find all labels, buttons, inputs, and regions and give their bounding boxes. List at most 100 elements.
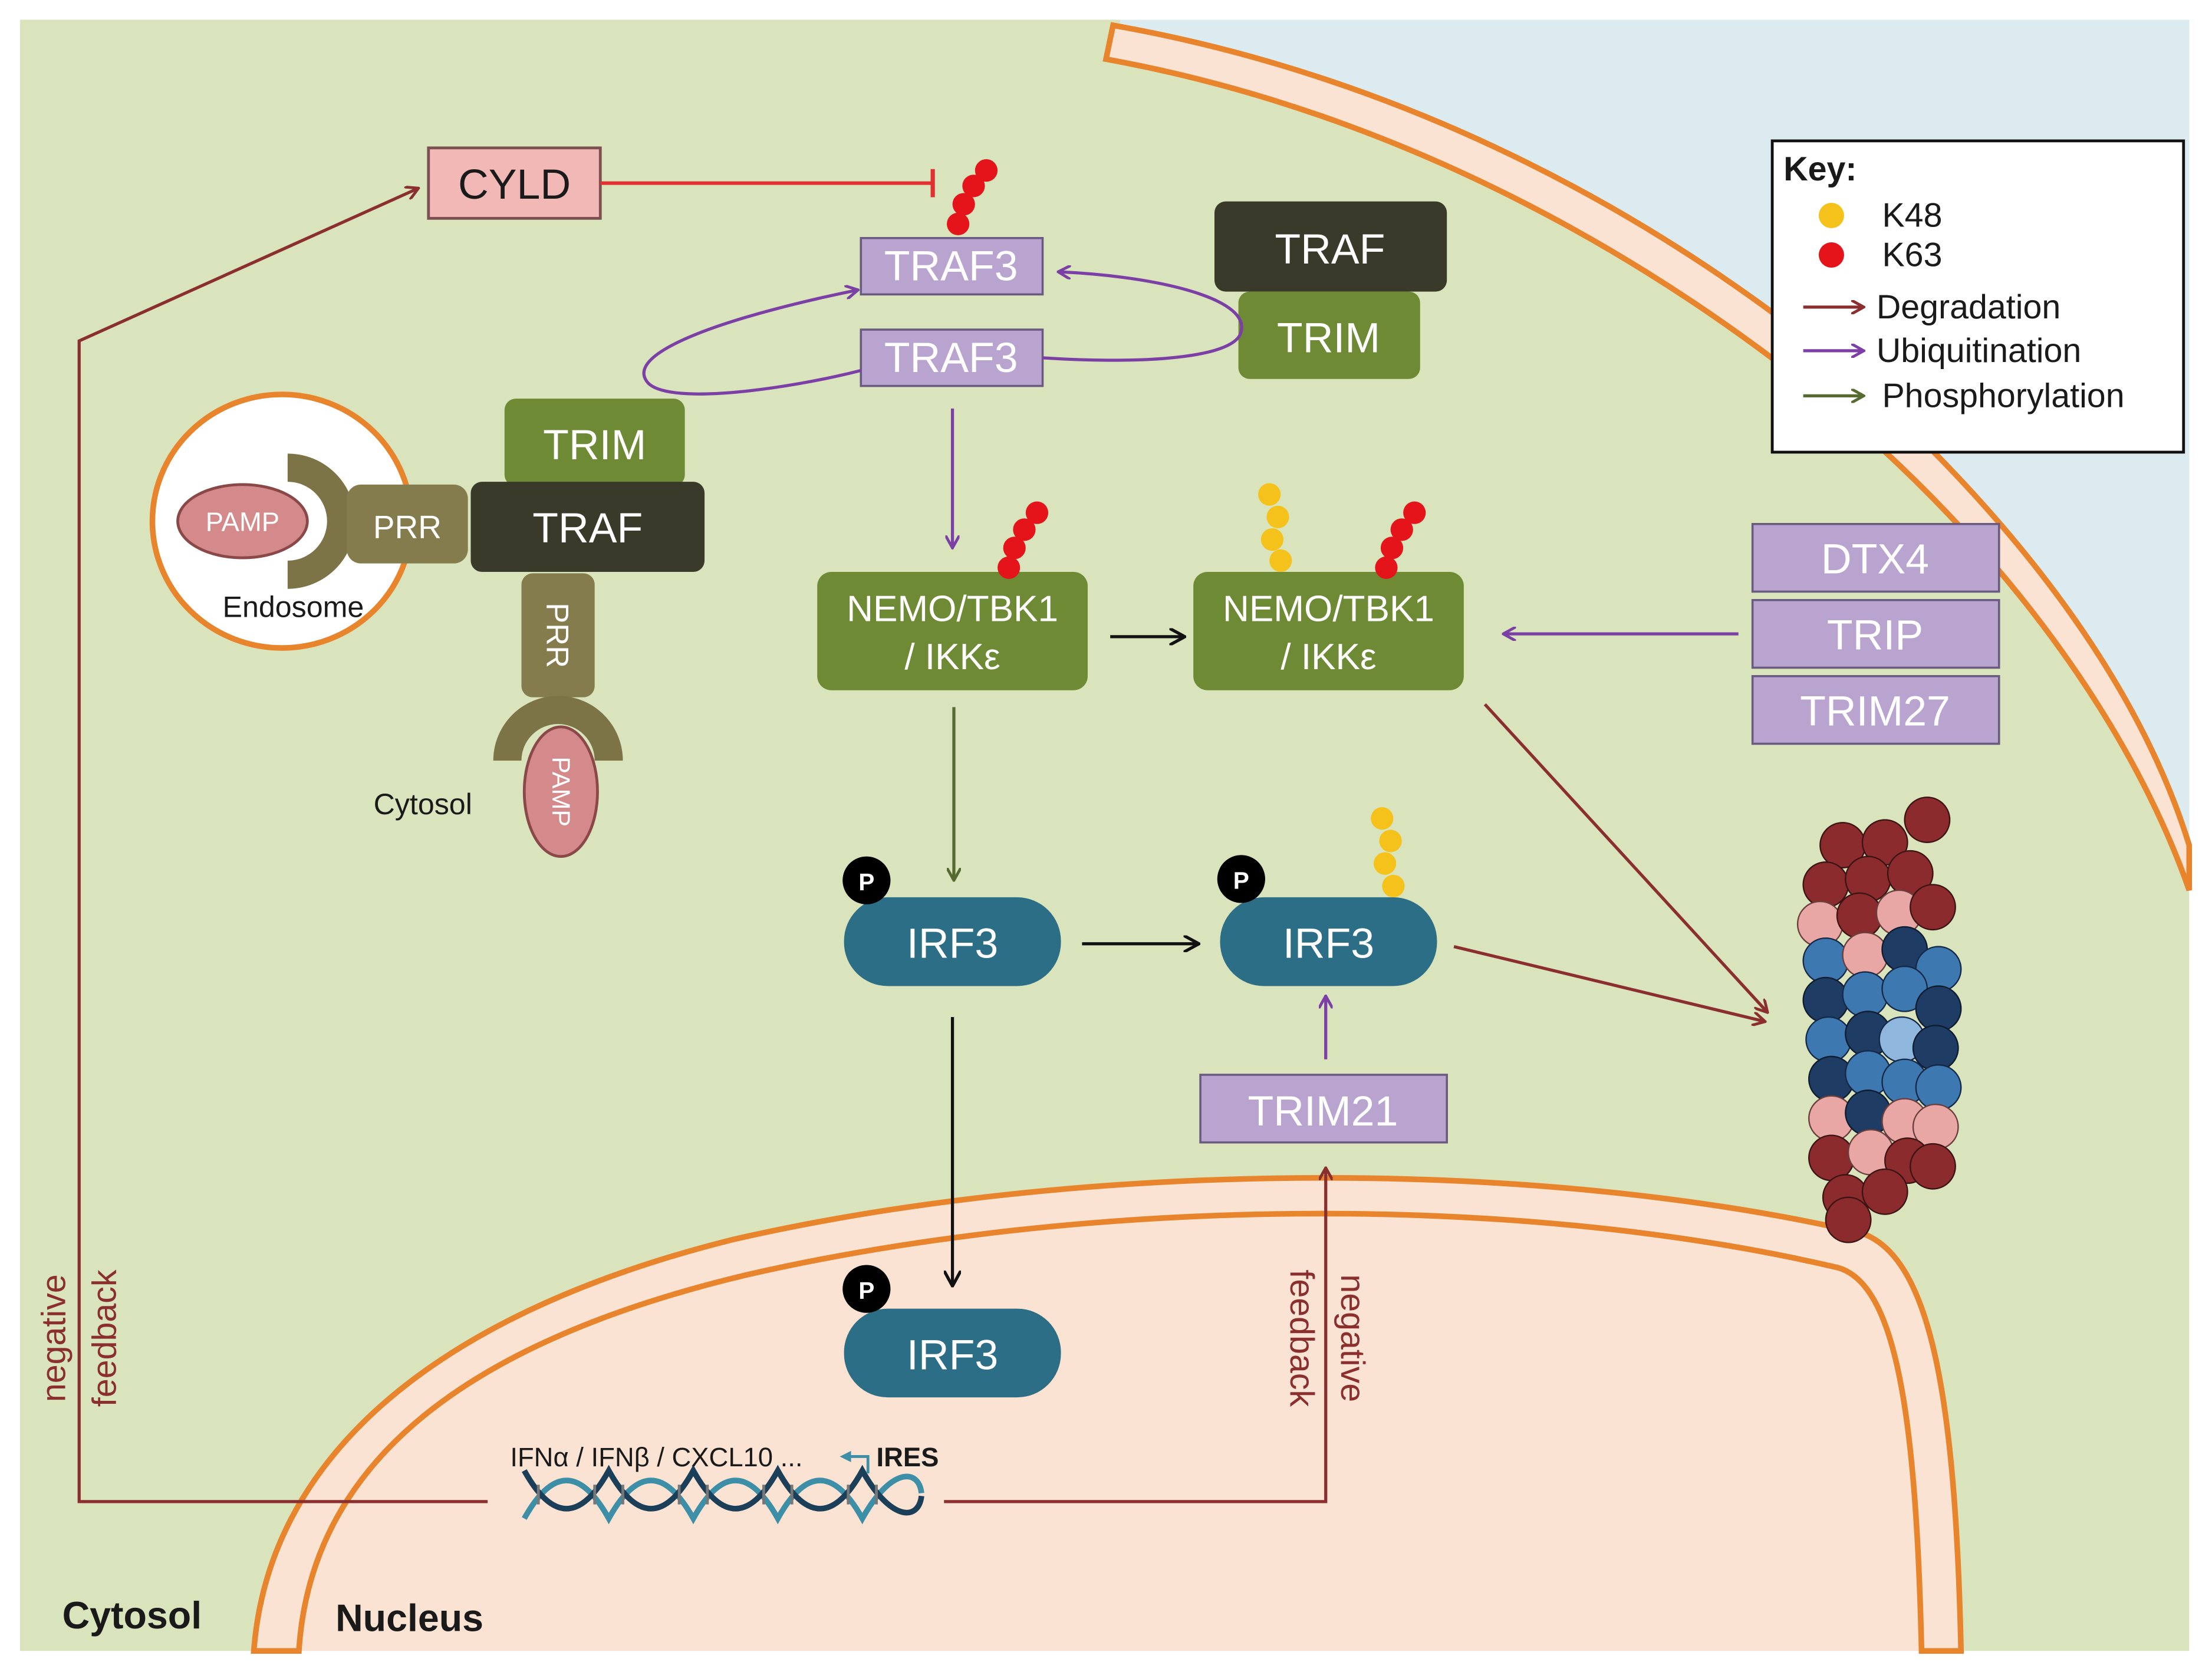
cyld-box: [427, 146, 602, 220]
genes-label: IFNα / IFNβ / CXCL10 ...: [510, 1442, 802, 1472]
nemo-degradation-arrow: [1483, 703, 1767, 1012]
dna-helix: [522, 1465, 924, 1525]
prr-cytosol: [521, 573, 595, 697]
irf3-degradation-arrow: [1453, 945, 1764, 1022]
k63-dot: [952, 193, 975, 216]
traf-right: [1214, 201, 1447, 292]
traf-right-label: TRAF: [1275, 226, 1385, 273]
traf-left-label: TRAF: [532, 505, 643, 552]
ires-label: IRES: [877, 1442, 939, 1472]
key-k48-dot: [1818, 203, 1844, 229]
trim27-label: TRIM27: [1800, 687, 1950, 735]
traf3-top: [860, 236, 1044, 296]
ubiquitination-loop-right: [1042, 272, 1243, 362]
k63-dot: [962, 175, 985, 198]
cyld-label: CYLD: [458, 161, 571, 208]
k48-dot: [1260, 528, 1284, 551]
k63-dot: [1003, 537, 1026, 560]
nemo-left: [817, 572, 1088, 690]
k48-dot: [1382, 874, 1405, 897]
pamp-cytosol: [522, 725, 599, 858]
proteasome: [1796, 797, 1962, 1243]
k63-dot: [1025, 501, 1049, 524]
phospho-label: P: [858, 868, 874, 896]
irf3-left-label: IRF3: [907, 920, 998, 968]
cytosol-small-label: Cytosol: [374, 788, 472, 821]
trim27-box: [1751, 675, 2000, 745]
ires-promoter-arrowhead: [840, 1450, 851, 1463]
phospho-label: P: [1233, 867, 1249, 894]
k63-dot: [998, 556, 1021, 579]
prr-cytosol-receptor: [493, 696, 623, 761]
irf3-nucleus: [844, 1308, 1061, 1398]
k63-dot: [1390, 518, 1413, 541]
pamp-endosome-label: PAMP: [206, 507, 279, 537]
k63-dot: [947, 212, 970, 235]
prr-cytosol-label: PRR: [539, 603, 574, 668]
trim21-box: [1199, 1074, 1448, 1144]
phospho-badge: [842, 856, 891, 904]
irf3-nucleus-label: IRF3: [907, 1331, 998, 1378]
k48-dot: [1269, 549, 1292, 572]
k48-dot: [1379, 830, 1402, 853]
dtx4-box: [1751, 522, 2000, 593]
k48-dot: [1373, 852, 1397, 875]
phospho-badge: [1217, 855, 1265, 903]
traf-left: [470, 482, 705, 572]
key-box: [1770, 139, 2185, 454]
k63-dot: [1013, 518, 1036, 541]
negative-feedback-right-1: negative: [1334, 1274, 1371, 1402]
k63-dot: [1403, 501, 1426, 524]
ires-promoter-arrow: [848, 1455, 870, 1474]
negative-feedback-left-line: [77, 189, 488, 1503]
nemo-left-label-1: NEMO/TBK1: [847, 589, 1058, 630]
trim21-label: TRIM21: [1248, 1088, 1398, 1135]
negative-feedback-right-line: [944, 1169, 1325, 1503]
key-degradation-label: Degradation: [1877, 288, 2060, 326]
dtx4-label: DTX4: [1821, 535, 1929, 583]
phospho-label: P: [858, 1277, 874, 1304]
cytosol-bottom-label: Cytosol: [62, 1594, 202, 1637]
trip-label: TRIP: [1827, 611, 1923, 659]
cell-membrane: [1102, 22, 2193, 891]
negative-feedback-left-1: negative: [35, 1274, 73, 1402]
negative-feedback-right-2: feedback: [1283, 1269, 1321, 1407]
pamp-endosome: [176, 483, 309, 560]
key-title: Key:: [1783, 150, 1857, 188]
key-k48-label: K48: [1882, 197, 1942, 235]
nemo-right: [1193, 572, 1464, 690]
irf3-left: [844, 897, 1061, 986]
prr-stem-endosome: [347, 484, 468, 564]
negative-feedback-left-2: feedback: [85, 1269, 123, 1407]
k48-dot: [1266, 505, 1289, 528]
nuclear-envelope: [251, 1175, 1964, 1654]
k63-dot: [975, 159, 998, 182]
trim-right-label: TRIM: [1277, 314, 1380, 361]
k48-dot: [1371, 807, 1394, 830]
nemo-right-label-1: NEMO/TBK1: [1223, 589, 1434, 630]
key-ubiquitination-label: Ubiquitination: [1877, 332, 2081, 370]
trim-left: [504, 399, 685, 486]
key-phosphorylation-label: Phosphorylation: [1882, 377, 2124, 414]
key-k63-label: K63: [1882, 236, 1942, 274]
trim-right: [1238, 291, 1420, 379]
traf3-bottom: [860, 328, 1044, 387]
trim-left-label: TRIM: [543, 422, 646, 469]
endosome-label: Endosome: [223, 590, 364, 623]
pamp-cytosol-label: PAMP: [547, 756, 575, 827]
ubiquitination-loop-left: [642, 290, 861, 396]
prr-receptor-endosome: [287, 453, 356, 589]
prr-endosome-label: PRR: [373, 509, 442, 545]
phospho-badge: [842, 1265, 891, 1313]
key-k63-dot: [1818, 242, 1844, 268]
k63-dot: [1375, 556, 1398, 579]
nucleus-label: Nucleus: [335, 1597, 483, 1640]
nemo-right-label-2: / IKKε: [1281, 637, 1376, 677]
irf3-right: [1220, 897, 1437, 986]
k63-dot: [1380, 537, 1404, 560]
traf3-bottom-label: TRAF3: [884, 334, 1018, 381]
traf3-top-label: TRAF3: [884, 242, 1018, 289]
k48-dot: [1258, 483, 1281, 506]
